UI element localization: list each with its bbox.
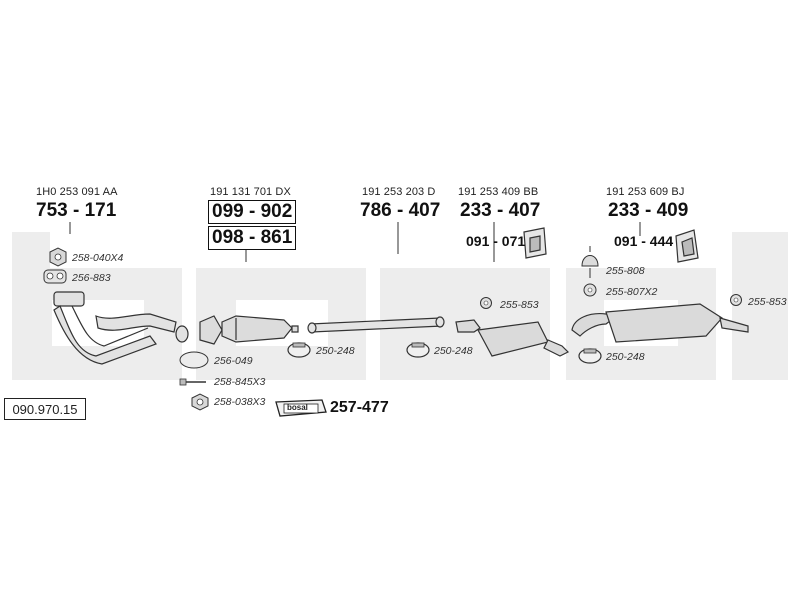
label-ring-255-807: 255-807X2 <box>606 286 658 298</box>
bracket-icon <box>675 229 699 263</box>
oem-number-catalyst: 191 131 701 DX <box>210 186 291 198</box>
part-number-intermediate-pipe: 786 - 407 <box>360 200 441 221</box>
intermediate-pipe-icon <box>307 316 445 334</box>
part-number-bracket-middle: 091 - 071 <box>466 233 526 249</box>
mounting-kit-icon <box>275 399 327 417</box>
part-number-middle-silencer: 233 - 407 <box>460 200 541 221</box>
part-number-catalyst: 099 - 902 <box>208 200 297 224</box>
label-ring-255-853-a: 255-853 <box>500 299 539 311</box>
oem-number-middle-silencer: 191 253 409 BB <box>458 186 539 198</box>
label-clamp-250-248-b: 250-248 <box>434 345 473 357</box>
bracket-icon <box>523 227 547 259</box>
rubber-ring-icon <box>730 294 742 306</box>
clamp-icon <box>578 348 602 364</box>
label-kit-257-477: 257-477 <box>330 399 389 416</box>
bolt-icon <box>179 378 206 386</box>
middle-silencer-icon <box>455 319 570 357</box>
front-pipe-icon <box>53 291 189 365</box>
oem-number-rear-silencer: 191 253 609 BJ <box>606 186 685 198</box>
part-number-rear-silencer: 233 - 409 <box>608 200 689 221</box>
hanger-icon <box>581 246 599 267</box>
label-bolt-258-845: 258-845X3 <box>214 376 266 388</box>
clamp-icon <box>287 342 311 358</box>
clamp-icon <box>406 342 430 358</box>
nut-icon <box>191 393 209 411</box>
rubber-ring-icon <box>480 297 492 309</box>
ring-gasket-icon <box>179 351 209 369</box>
rear-silencer-icon <box>571 303 749 343</box>
rubber-ring-icon <box>583 283 597 297</box>
label-clamp-250-248-c: 250-248 <box>606 351 645 363</box>
label-clamp-250-248-a: 250-248 <box>316 345 355 357</box>
reference-number-box: 090.970.15 <box>4 398 86 420</box>
catalytic-converter-icon <box>199 315 299 345</box>
label-ring-255-853-b: 255-853 <box>748 296 787 308</box>
oem-number-intermediate-pipe: 191 253 203 D <box>362 186 436 198</box>
bosal-logo: bosal <box>287 403 308 412</box>
label-gasket-256-883: 256-883 <box>72 272 111 284</box>
reference-number: 090.970.15 <box>12 401 78 417</box>
label-nut-258-038: 258-038X3 <box>214 396 266 408</box>
part-number-front-pipe: 753 - 171 <box>36 200 117 221</box>
oem-number-front-pipe: 1H0 253 091 AA <box>36 186 118 198</box>
part-number-bracket-rear: 091 - 444 <box>614 233 674 249</box>
part-number-catalyst-alt: 098 - 861 <box>208 226 297 250</box>
label-hanger-255-808: 255-808 <box>606 265 645 277</box>
label-gasket-256-049: 256-049 <box>214 355 253 367</box>
nut-icon <box>49 247 67 267</box>
gasket-icon <box>43 269 67 284</box>
label-nut-258-040: 258-040X4 <box>72 252 124 264</box>
